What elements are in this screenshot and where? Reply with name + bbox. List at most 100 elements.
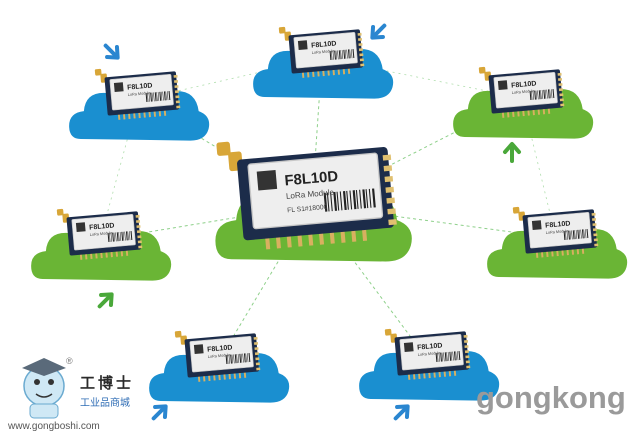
barcode-bar — [552, 89, 555, 99]
pad — [387, 208, 396, 215]
module-model-label: F8L10D — [127, 82, 153, 91]
barcode-bar — [107, 233, 110, 243]
module-logo-icon — [256, 170, 278, 191]
pad — [135, 214, 140, 218]
pad — [386, 197, 395, 204]
barcode-bar — [162, 91, 164, 101]
barcode-icon — [435, 351, 461, 363]
barcode-bar — [113, 232, 116, 242]
barcode-bar — [121, 231, 124, 241]
watermark-subtitle: 工业品商城 — [80, 398, 130, 409]
arrow-icon — [370, 23, 387, 40]
barcode-bar — [228, 354, 230, 364]
barcode-bar — [351, 49, 353, 59]
barcode-bar — [355, 189, 359, 209]
pad — [559, 93, 564, 97]
module-model-label: F8L10D — [311, 40, 337, 49]
barcode-bar — [125, 231, 128, 241]
mascot-eye — [48, 379, 54, 385]
module-model-label: F8L10D — [89, 222, 115, 231]
barcode-bar — [541, 90, 544, 99]
barcode-bar — [145, 93, 148, 103]
arrow-shaft — [393, 405, 409, 421]
antenna-icon — [384, 328, 392, 336]
barcode-bar — [449, 351, 452, 361]
barcode-bar — [112, 232, 114, 242]
arrow-icon — [97, 292, 114, 309]
barcode-bar — [157, 92, 160, 101]
barcode-bar — [335, 50, 338, 60]
barcode-bar — [110, 232, 112, 242]
shield-can — [527, 211, 592, 249]
arrow-shaft — [97, 293, 113, 309]
module-sub-label: LoRa Module — [128, 91, 151, 97]
barcode-bar — [547, 89, 550, 99]
barcode-bar — [240, 353, 243, 363]
module-model-label: F8L10D — [284, 169, 339, 190]
pad — [591, 212, 596, 216]
barcode-bar — [343, 49, 346, 59]
barcode-bar — [447, 352, 450, 361]
module-sub-label: LoRa Module — [512, 89, 535, 95]
shield-can — [109, 73, 174, 111]
barcode-bar — [549, 89, 551, 99]
pad — [382, 154, 392, 161]
pad — [175, 95, 180, 99]
barcode-bar — [160, 91, 163, 101]
pad — [558, 83, 563, 87]
pad — [385, 186, 395, 193]
module-logo-icon — [113, 82, 124, 92]
mascot-logo — [22, 358, 66, 419]
pad — [593, 233, 598, 237]
mascot-eye — [34, 379, 40, 385]
pad — [465, 360, 470, 364]
barcode-bar — [340, 50, 342, 60]
pad — [594, 243, 599, 247]
module-sub-label: LoRa Module — [418, 351, 441, 357]
barcode-bar — [531, 90, 533, 100]
barcode-bar — [572, 230, 575, 240]
arrow-icon — [503, 142, 521, 163]
barcode-bar — [546, 89, 548, 99]
pad — [592, 223, 597, 227]
barcode-bar — [245, 353, 247, 363]
barcode-icon — [563, 229, 589, 241]
pad — [254, 352, 259, 356]
barcode-bar — [338, 50, 341, 60]
barcode-bar — [438, 352, 440, 362]
barcode-bar — [115, 232, 117, 242]
shield-can — [493, 71, 558, 109]
pad — [464, 340, 469, 343]
barcode-bar — [581, 229, 584, 239]
antenna-icon — [174, 330, 182, 338]
pad — [592, 218, 597, 221]
barcode-bar — [540, 90, 542, 100]
barcode-bar — [341, 50, 344, 59]
barcode-bar — [578, 229, 581, 239]
pad — [138, 245, 143, 249]
module-model-label: F8L10D — [545, 220, 571, 229]
barcode-bar — [163, 91, 166, 101]
barcode-bar — [237, 354, 240, 363]
barcode-bar — [147, 92, 149, 102]
barcode-bar — [233, 354, 235, 364]
module-model-label: F8L10D — [511, 80, 537, 89]
barcode-bar — [544, 89, 547, 99]
barcode-bar — [563, 231, 566, 241]
watermark-title: 工博士 — [80, 375, 135, 392]
barcode-icon — [529, 89, 555, 101]
antenna-icon — [216, 141, 231, 156]
brand-watermark: gongkong — [476, 380, 626, 415]
barcode-bar — [150, 92, 152, 102]
barcode-bar — [239, 353, 242, 363]
barcode-bar — [122, 231, 125, 241]
pad — [384, 176, 394, 183]
barcode-bar — [168, 91, 171, 101]
shield-can — [189, 335, 254, 373]
pad — [466, 365, 471, 369]
barcode-bar — [236, 354, 238, 364]
